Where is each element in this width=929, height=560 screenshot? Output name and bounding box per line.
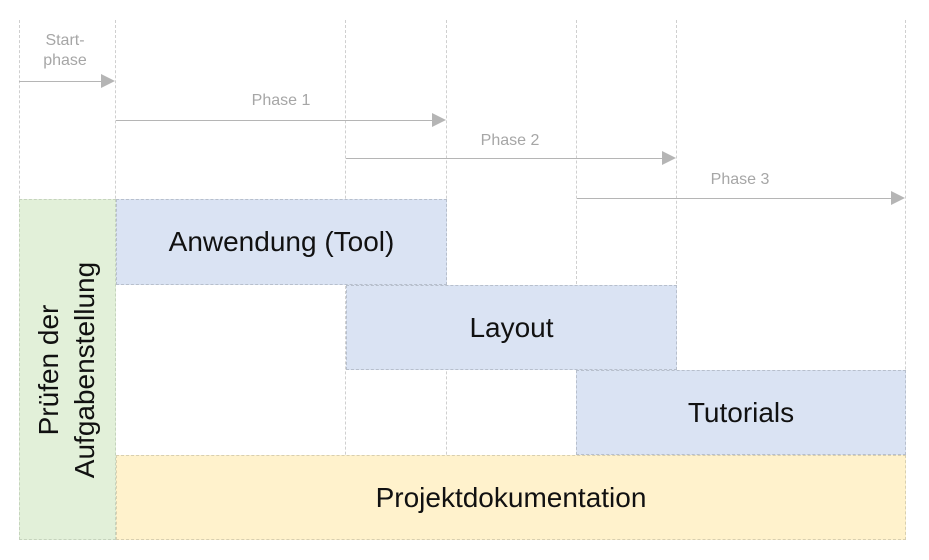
documentation-block: Projektdokumentation: [116, 455, 906, 540]
layout-block: Layout: [346, 285, 677, 370]
phase-1-arrow: [116, 113, 446, 127]
documentation-label: Projektdokumentation: [375, 481, 647, 513]
phase-3-label: Phase 3: [710, 171, 770, 188]
tool-label: Anwendung (Tool): [168, 226, 395, 257]
start-phase-arrow: [19, 74, 115, 88]
tutorials-label: Tutorials: [687, 396, 795, 428]
phase-3-arrow: [577, 191, 905, 205]
tool-block: Anwendung (Tool): [116, 199, 447, 285]
phase-2-label: Phase 2: [480, 132, 540, 149]
grid-line: [676, 20, 677, 540]
start-phase-label: Start- phase: [43, 32, 87, 69]
layout-label: Layout: [469, 311, 554, 343]
tutorials-block: Tutorials: [576, 370, 906, 455]
phase-2-arrow: [346, 151, 676, 165]
phase-1-label: Phase 1: [251, 92, 311, 109]
grid-line: [905, 20, 906, 540]
check-task-label: Prüfen der Aufgabenstellung: [33, 261, 101, 478]
grid-line: [576, 20, 577, 540]
check-task-block: Prüfen der Aufgabenstellung: [19, 199, 116, 540]
